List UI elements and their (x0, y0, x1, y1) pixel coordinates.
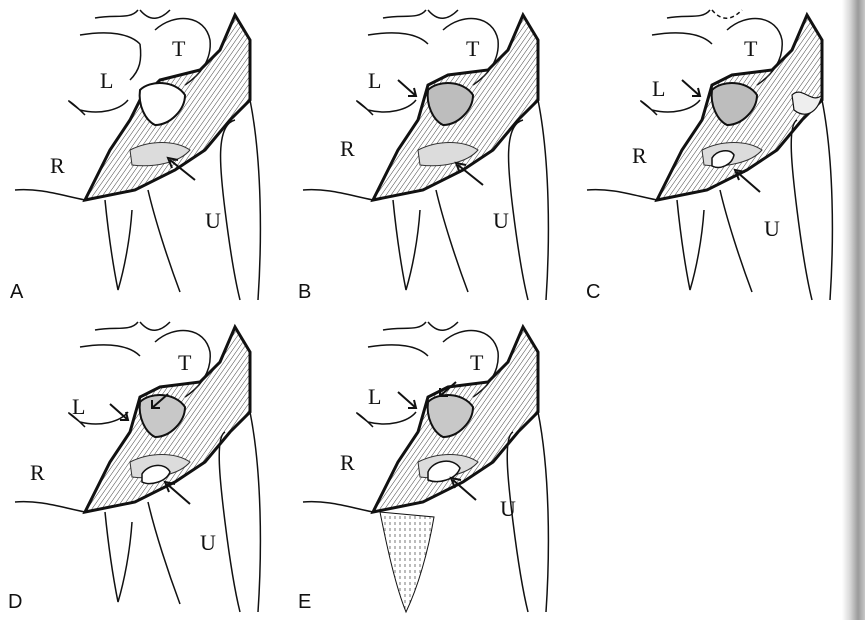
label-r: R (50, 155, 65, 177)
label-u: U (500, 498, 516, 520)
label-t: T (744, 38, 757, 60)
label-t: T (470, 352, 483, 374)
label-r: R (340, 138, 355, 160)
panel-b: L T R U B (288, 0, 568, 305)
label-u: U (205, 210, 221, 232)
scanned-page-edge (842, 0, 865, 620)
label-l: L (368, 386, 381, 408)
label-r: R (340, 452, 355, 474)
label-r: R (30, 462, 45, 484)
panel-label-d: D (8, 592, 22, 612)
label-t: T (178, 352, 191, 374)
label-t: T (172, 38, 185, 60)
label-u: U (200, 532, 216, 554)
stippled-root (380, 512, 434, 612)
panel-label-e: E (298, 592, 311, 612)
panel-a: L T R U A (0, 0, 280, 305)
panel-label-a: A (10, 282, 23, 302)
label-l: L (72, 396, 85, 418)
panel-e-drawing (288, 312, 568, 617)
label-l: L (100, 70, 113, 92)
panel-b-drawing (288, 0, 568, 305)
label-l: L (368, 70, 381, 92)
label-t: T (466, 38, 479, 60)
panel-c: L T R U C (572, 0, 852, 305)
label-l: L (652, 78, 665, 100)
panel-label-c: C (586, 282, 600, 302)
panel-d: L T R U D (0, 312, 280, 617)
label-u: U (493, 210, 509, 232)
panel-e: L T R U E (288, 312, 568, 617)
label-r: R (632, 145, 647, 167)
panel-label-b: B (298, 282, 311, 302)
panel-a-drawing (0, 0, 280, 305)
panel-c-drawing (572, 0, 852, 305)
label-u: U (764, 218, 780, 240)
